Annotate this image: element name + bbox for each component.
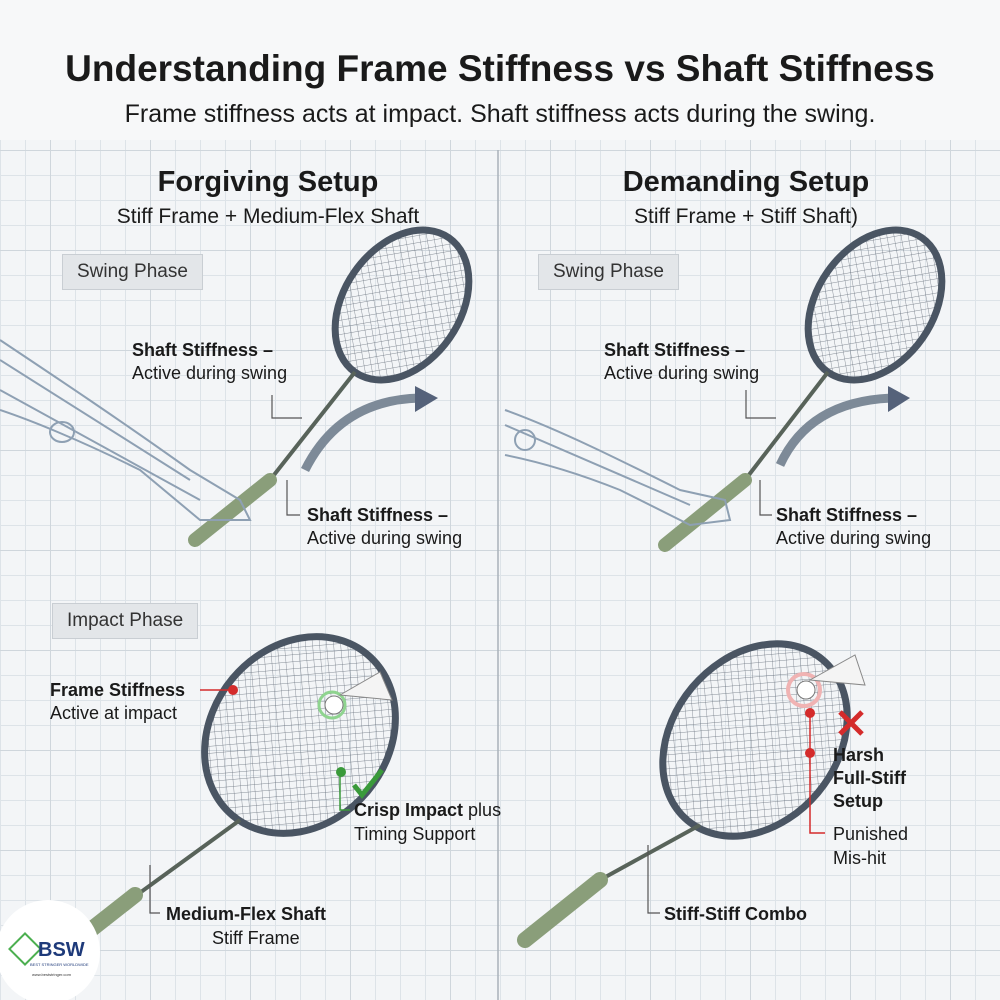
annotation-text: Active during swing <box>604 363 760 383</box>
svg-text:BSW: BSW <box>38 939 85 961</box>
annotation-title: Shaft Stiffness – <box>132 340 274 360</box>
header <box>0 0 1000 140</box>
logo: BSW BEST STRINGER WORLDWIDE www.beststri… <box>0 900 100 1000</box>
swing-phase-label: Swing Phase <box>538 254 679 290</box>
annotation-title: Stiff-Stiff Combo <box>664 904 807 924</box>
annotation-text: plus <box>468 800 502 820</box>
annotation-text: Timing Support <box>354 824 476 844</box>
arm-icon <box>504 409 732 527</box>
page-subtitle: Frame stiffness acts at impact. Shaft st… <box>124 100 876 128</box>
arm-icon <box>0 339 252 521</box>
arrow-icon <box>300 393 421 473</box>
annotation-text: Active during swing <box>776 528 932 548</box>
cross-icon <box>838 710 864 736</box>
right-column-title: Demanding Setup <box>622 166 870 198</box>
annotation-text: Mis-hit <box>833 848 886 868</box>
annotation-text: Stiff Frame <box>212 928 300 948</box>
annotation-title: Harsh <box>833 745 885 765</box>
annotation-title: Setup <box>833 791 884 811</box>
arrow-icon <box>775 393 896 467</box>
racket-icon <box>517 640 851 948</box>
annotation-title: Medium-Flex Shaft <box>166 904 327 924</box>
checkmark-icon <box>352 768 384 800</box>
annotation-title: Full-Stiff <box>833 768 906 788</box>
annotation-title: Shaft Stiffness – <box>307 505 449 525</box>
annotation-text: Active during swing <box>132 363 288 383</box>
right-column-subtitle: Stiff Frame + Stiff Shaft) <box>634 205 858 228</box>
annotation-text: Punished <box>833 824 909 844</box>
svg-text:BEST STRINGER WORLDWIDE: BEST STRINGER WORLDWIDE <box>30 962 89 967</box>
left-column-subtitle: Stiff Frame + Medium-Flex Shaft <box>116 205 420 228</box>
svg-text:www.beststringer.com: www.beststringer.com <box>32 972 72 977</box>
shuttlecock-icon <box>786 654 866 708</box>
annotation-title: Shaft Stiffness – <box>776 505 918 525</box>
annotation-title: Frame Stiffness <box>50 680 186 700</box>
annotation-crisp: Crisp Impact plus <box>354 800 501 821</box>
left-column-title: Forgiving Setup <box>157 166 379 198</box>
page-title: Understanding Frame Stiffness vs Shaft S… <box>65 48 935 89</box>
swing-phase-label: Swing Phase <box>62 254 203 290</box>
impact-phase-label: Impact Phase <box>52 603 199 639</box>
shuttlecock-icon <box>317 671 393 720</box>
annotation-text: Active at impact <box>50 703 178 723</box>
annotation-title: Shaft Stiffness – <box>604 340 746 360</box>
racket-icon <box>658 226 946 552</box>
annotation-text: Active during swing <box>307 528 463 548</box>
racket-icon <box>188 226 473 547</box>
annotation-title: Crisp Impact <box>354 800 464 820</box>
